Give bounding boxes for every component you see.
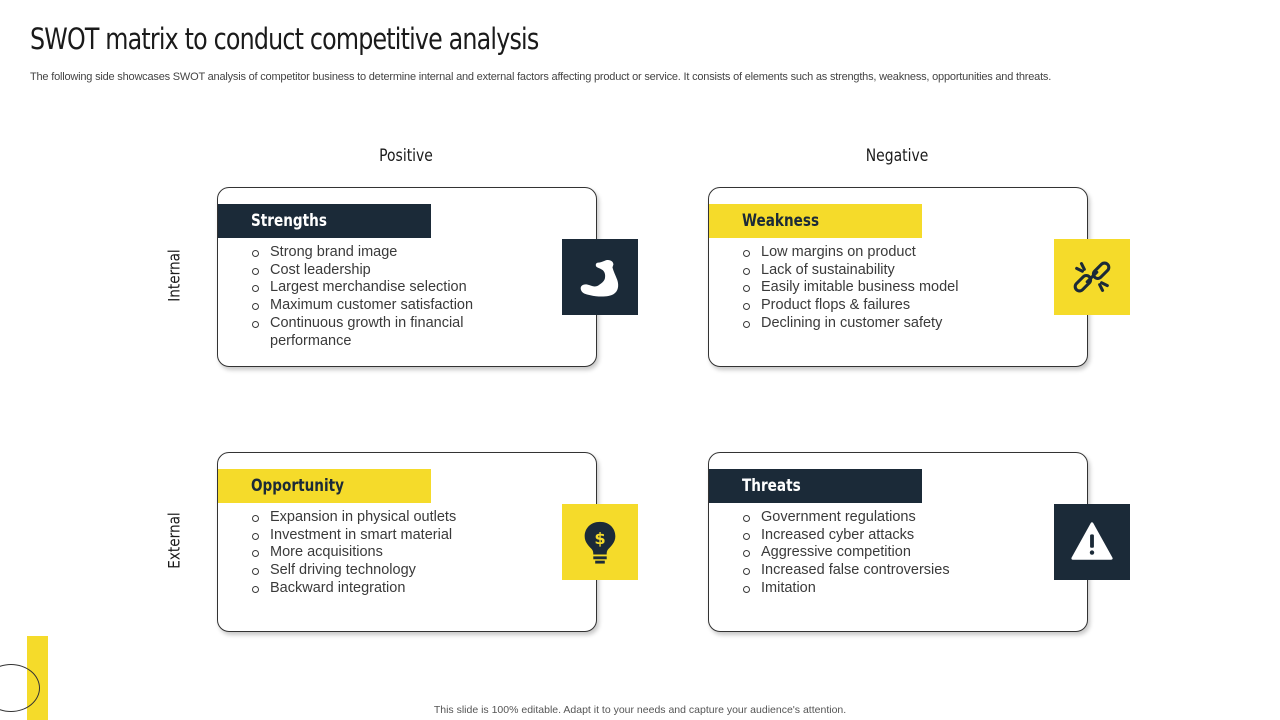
- page-title: SWOT matrix to conduct competitive analy…: [30, 22, 539, 56]
- list-item: More acquisitions: [251, 544, 496, 562]
- list-item: Increased false controversies: [742, 562, 987, 580]
- opportunity-list: Expansion in physical outlets Investment…: [251, 509, 496, 598]
- list-item: Low margins on product: [742, 244, 987, 262]
- list-item: Easily imitable business model: [742, 279, 987, 297]
- weakness-list: Low margins on product Lack of sustainab…: [742, 244, 987, 333]
- opportunity-card: Opportunity Expansion in physical outlet…: [217, 452, 597, 632]
- opportunity-icon-box: $: [562, 504, 638, 580]
- threats-icon-box: [1054, 504, 1130, 580]
- threats-title: Threats: [742, 476, 801, 496]
- list-item: Lack of sustainability: [742, 262, 987, 280]
- opportunity-title: Opportunity: [251, 476, 344, 496]
- warning-triangle-icon: [1071, 522, 1113, 560]
- svg-text:$: $: [594, 529, 605, 548]
- list-item: Maximum customer satisfaction: [251, 297, 496, 315]
- list-item: Expansion in physical outlets: [251, 509, 496, 527]
- list-item: Government regulations: [742, 509, 987, 527]
- strengths-list: Strong brand image Cost leadership Large…: [251, 244, 496, 350]
- list-item: Increased cyber attacks: [742, 527, 987, 545]
- row-header-external: External: [164, 512, 184, 569]
- strengths-title-tab: Strengths: [218, 204, 431, 238]
- strengths-card: Strengths Strong brand image Cost leader…: [217, 187, 597, 367]
- weakness-icon-box: [1054, 239, 1130, 315]
- threats-card: Threats Government regulations Increased…: [708, 452, 1088, 632]
- opportunity-title-tab: Opportunity: [218, 469, 431, 503]
- lightbulb-dollar-icon: $: [584, 521, 616, 564]
- list-item: Largest merchandise selection: [251, 279, 496, 297]
- list-item: Investment in smart material: [251, 527, 496, 545]
- flexed-bicep-icon: [580, 259, 619, 297]
- list-item: Product flops & failures: [742, 297, 987, 315]
- list-item: Strong brand image: [251, 244, 496, 262]
- column-header-negative: Negative: [865, 146, 929, 166]
- list-item: Cost leadership: [251, 262, 496, 280]
- list-item: Self driving technology: [251, 562, 496, 580]
- list-item: Imitation: [742, 580, 987, 598]
- threats-list: Government regulations Increased cyber a…: [742, 509, 987, 598]
- row-header-internal: Internal: [164, 249, 184, 302]
- weakness-title: Weakness: [742, 211, 820, 231]
- column-header-positive: Positive: [379, 146, 433, 166]
- weakness-title-tab: Weakness: [709, 204, 922, 238]
- broken-link-icon: [1073, 261, 1111, 293]
- list-item: Aggressive competition: [742, 544, 987, 562]
- strengths-title: Strengths: [251, 211, 327, 231]
- strengths-icon-box: [562, 239, 638, 315]
- list-item: Backward integration: [251, 580, 496, 598]
- weakness-card: Weakness Low margins on product Lack of …: [708, 187, 1088, 367]
- list-item: Continuous growth in financial performan…: [251, 315, 496, 350]
- list-item: Declining in customer safety: [742, 315, 987, 333]
- footer-note: This slide is 100% editable. Adapt it to…: [433, 704, 847, 716]
- threats-title-tab: Threats: [709, 469, 922, 503]
- page-subtitle: The following side showcases SWOT analys…: [30, 71, 1052, 83]
